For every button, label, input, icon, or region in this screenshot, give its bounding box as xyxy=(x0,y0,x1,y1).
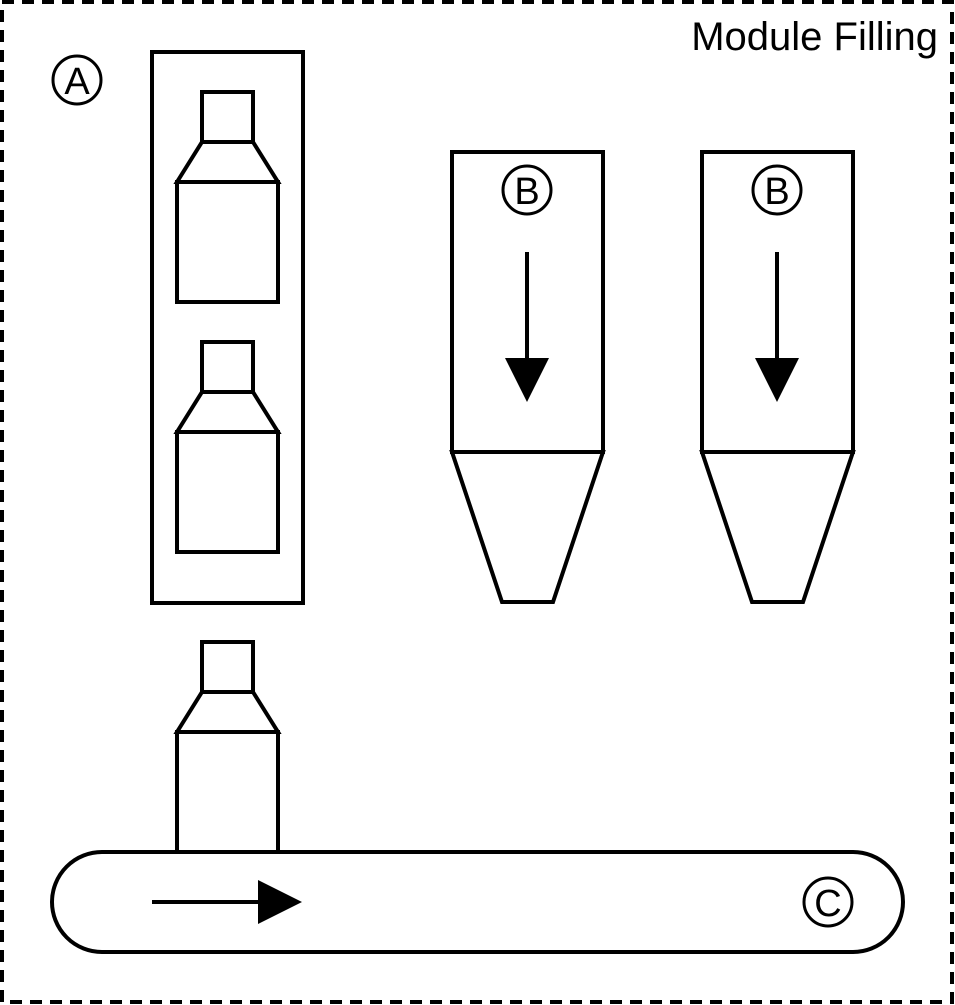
arrow-down-icon xyxy=(755,252,799,402)
conveyor-belt: C xyxy=(50,850,905,954)
bottle-magazine xyxy=(150,50,305,605)
marker-b-1-label: B xyxy=(514,171,539,213)
bottle-icon xyxy=(173,340,282,554)
marker-b-1: B xyxy=(501,164,553,216)
marker-c: C xyxy=(802,876,854,928)
marker-a: A xyxy=(51,54,103,106)
filler-1: B xyxy=(449,150,606,604)
marker-c-label: C xyxy=(814,883,841,925)
module-title: Module Filling xyxy=(691,15,938,59)
bottle-icon xyxy=(173,640,282,854)
marker-b-2: B xyxy=(751,164,803,216)
marker-b-2-label: B xyxy=(764,171,789,213)
filler-2: B xyxy=(699,150,856,604)
arrow-right-icon xyxy=(152,880,302,924)
marker-a-label: A xyxy=(64,61,90,103)
arrow-down-icon xyxy=(505,252,549,402)
bottle-icon xyxy=(173,90,282,304)
